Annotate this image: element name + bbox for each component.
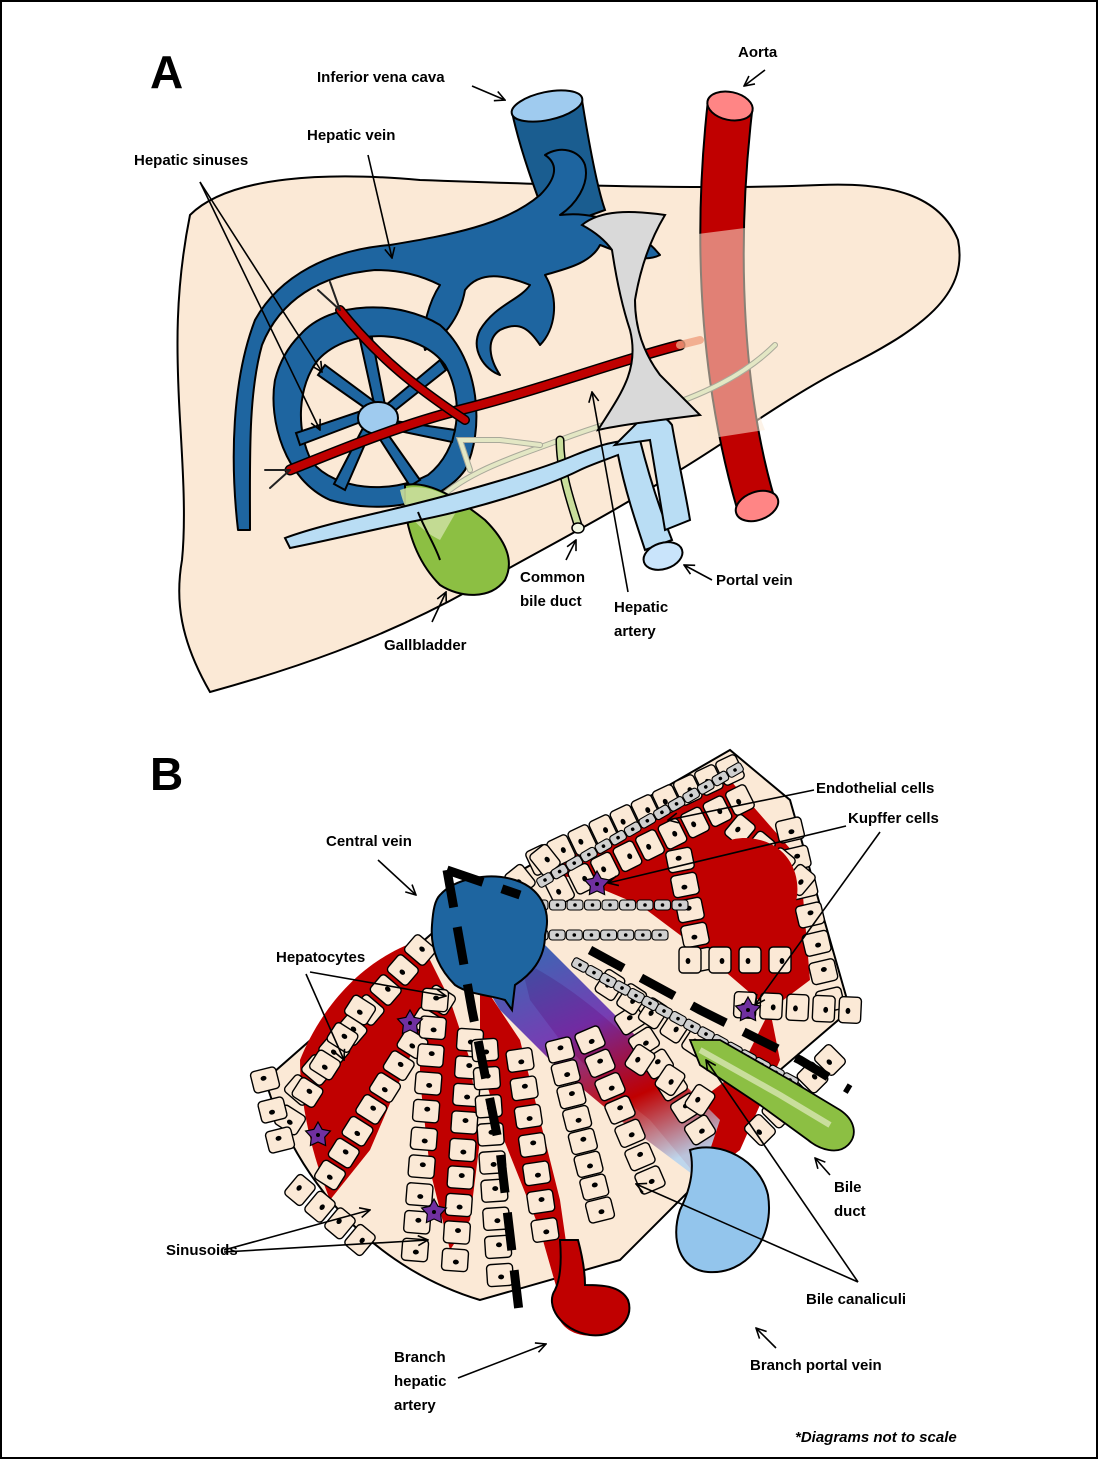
- label-central-vein: Central vein: [326, 833, 412, 850]
- endothelial-cell: [602, 900, 618, 910]
- hepatocyte: [449, 1138, 476, 1162]
- hepatocyte: [531, 1217, 560, 1243]
- endothelial-cell: [566, 930, 582, 940]
- endothelial-cell: [583, 930, 599, 940]
- label-branch-hepatic-artery-2: hepatic: [394, 1373, 447, 1390]
- label-hepatic-sinuses: Hepatic sinuses: [134, 152, 248, 169]
- panel-b-letter: B: [150, 748, 183, 800]
- hepatocyte: [514, 1104, 543, 1130]
- endothelial-cell: [585, 900, 601, 910]
- endothelial-cell: [549, 930, 565, 940]
- label-inferior-vena-cava: Inferior vena cava: [317, 69, 445, 86]
- label-sinusoids: Sinusoids: [166, 1242, 238, 1259]
- panel-a-letter: A: [150, 46, 183, 98]
- hepatocyte: [670, 872, 700, 899]
- hepatocyte: [414, 1071, 442, 1095]
- label-bile-canaliculi: Bile canaliculi: [806, 1291, 906, 1308]
- label-hepatic-artery-2: artery: [614, 623, 656, 640]
- hepatocyte: [412, 1099, 440, 1123]
- endothelial-cell: [550, 900, 566, 910]
- kupffer-cell-nucleus: [432, 1210, 436, 1214]
- footnote-not-to-scale: *Diagrams not to scale: [795, 1429, 957, 1446]
- kupffer-cell-nucleus: [746, 1008, 750, 1012]
- label-common-bile-duct-1: Common: [520, 569, 585, 586]
- label-hepatic-vein: Hepatic vein: [307, 127, 395, 144]
- hepatocyte: [522, 1161, 551, 1187]
- hepatocyte: [406, 1182, 434, 1206]
- kupffer-cell-nucleus: [408, 1021, 412, 1025]
- hepatocyte: [838, 996, 861, 1023]
- label-hepatic-artery-1: Hepatic: [614, 599, 668, 616]
- hepatocyte: [510, 1076, 539, 1102]
- label-portal-vein: Portal vein: [716, 572, 793, 589]
- hepatocyte: [709, 947, 731, 973]
- label-bile-duct-1: Bile: [834, 1179, 862, 1196]
- hepatocyte: [451, 1111, 478, 1135]
- hepatocyte: [812, 995, 835, 1022]
- label-aorta: Aorta: [738, 44, 778, 61]
- hepatocyte: [680, 922, 710, 949]
- label-common-bile-duct-2: bile duct: [520, 593, 582, 610]
- label-branch-portal-vein: Branch portal vein: [750, 1357, 882, 1374]
- label-branch-hepatic-artery-1: Branch: [394, 1349, 446, 1366]
- endothelial-cell: [652, 930, 668, 940]
- kupffer-cell-nucleus: [595, 882, 599, 886]
- endothelial-cell: [618, 930, 634, 940]
- hepatocyte: [447, 1166, 474, 1190]
- hepatocyte: [408, 1155, 436, 1179]
- hepatocyte: [679, 947, 701, 973]
- label-branch-hepatic-artery-3: artery: [394, 1397, 436, 1414]
- hepatocyte: [443, 1221, 470, 1245]
- label-endothelial-cells: Endothelial cells: [816, 780, 934, 797]
- hepatocyte: [410, 1127, 438, 1151]
- hepatocyte: [518, 1132, 547, 1158]
- label-hepatocytes: Hepatocytes: [276, 949, 365, 966]
- label-bile-duct-2: duct: [834, 1203, 866, 1220]
- endothelial-cell: [672, 900, 688, 910]
- endothelial-cell: [601, 930, 617, 940]
- kupffer-cell-nucleus: [316, 1133, 320, 1137]
- hepatocyte: [506, 1047, 535, 1073]
- hepatocyte: [419, 1016, 447, 1040]
- label-gallbladder: Gallbladder: [384, 637, 467, 654]
- hepatocyte: [441, 1248, 468, 1272]
- hepatocyte: [486, 1263, 513, 1287]
- hepatocyte: [417, 1044, 445, 1068]
- hepatocyte: [445, 1193, 472, 1217]
- hepatocyte: [526, 1189, 555, 1215]
- hepatocyte: [739, 947, 761, 973]
- endothelial-cell: [635, 930, 651, 940]
- endothelial-cell: [620, 900, 636, 910]
- endothelial-cell: [567, 900, 583, 910]
- hepatocyte: [665, 847, 695, 874]
- label-kupffer-cells: Kupffer cells: [848, 810, 939, 827]
- endothelial-cell: [637, 900, 653, 910]
- hepatocyte: [786, 994, 809, 1021]
- hepatocyte: [760, 993, 783, 1020]
- endothelial-cell: [655, 900, 671, 910]
